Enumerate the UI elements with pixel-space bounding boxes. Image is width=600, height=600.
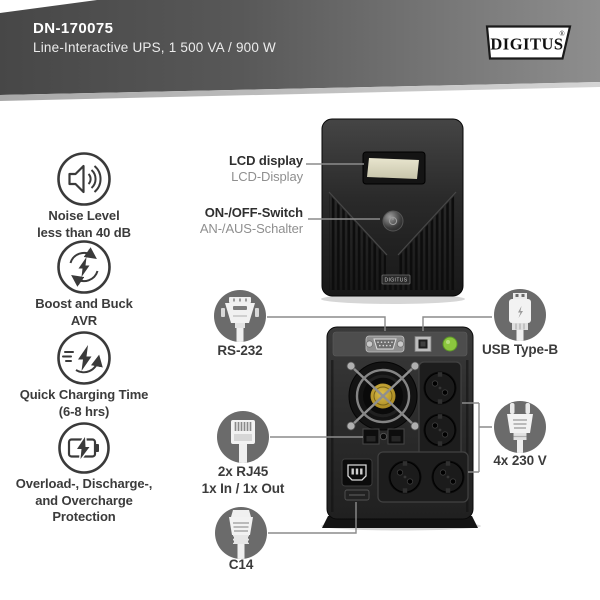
rs232-port [365,335,405,353]
c14-inlet [341,458,373,501]
usb-type-b-port [414,336,432,352]
callout-onoff: ON-/OFF-Switch AN-/AUS-Schalter [199,205,303,236]
line-outlets [462,402,492,473]
product-model: DN-170075 [33,20,114,37]
line-c14 [268,502,357,534]
port-c14-label: C14 [228,557,254,572]
product-subtitle: Line-Interactive UPS, 1 500 VA / 900 W [33,40,276,55]
ups-front-view: DIGITUS [321,118,465,304]
power-button [382,210,404,232]
feature-protection-label: Overload-, Discharge-, and Overcharge Pr… [15,476,153,524]
rs232-connector-icon [214,290,266,342]
port-usb-label: USB Type-B [481,342,558,357]
feature-charge-label: Quick Charging Time (6-8 hrs) [19,387,149,419]
feature-noise-label: Noise Level less than 40 dB [37,208,131,240]
header-bg [0,0,600,95]
usb-type-b-icon [494,289,546,341]
lcd-screen [367,158,419,179]
ups-rear-view [321,326,481,531]
front-badge-text: DIGITUS [384,278,407,284]
rj45-ports [362,428,405,445]
rj45-connector-icon [217,411,269,463]
port-rs232-label: RS-232 [217,343,263,358]
front-vents-left [329,194,386,290]
breaker-indicator [442,336,458,352]
power-plug-icon [494,401,546,453]
cooling-fan [346,361,420,431]
speaker-icon [57,152,111,206]
port-rj45-label: 2x RJ45 1x In / 1x Out [201,464,285,496]
feature-avr-label: Boost and Buck AVR [35,296,133,328]
front-vents-right [399,194,456,290]
brand-logo-text: DIGITUS [490,35,563,54]
battery-bolt-icon [58,422,110,474]
port-outlets-label: 4x 230 V [493,453,547,468]
front-brand-badge [381,274,411,285]
brand-reg-mark: ® [559,30,565,38]
callout-lcd: LCD display LCD-Display [228,153,303,184]
c14-connector-icon [215,507,267,559]
header-banner [0,0,600,101]
brand-logo: DIGITUS ® [485,25,572,60]
cycle-bolt-icon [57,240,111,294]
line-rs232 [267,316,386,331]
line-usb [422,316,492,331]
header-edge [0,82,600,101]
fast-bolt-icon [57,331,111,385]
